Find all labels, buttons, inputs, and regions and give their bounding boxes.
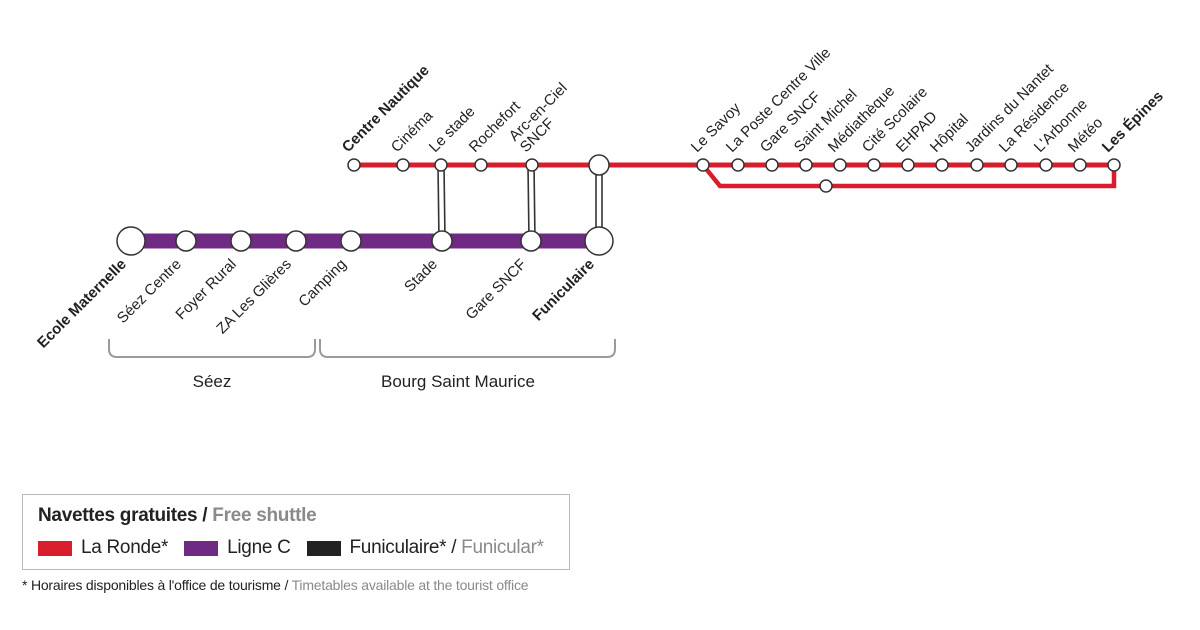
funiculaire-link-b-0	[443, 164, 446, 242]
footnote: * Horaires disponibles à l'office de tou…	[22, 577, 529, 593]
la-ronde-station-le-stade	[434, 158, 448, 172]
ligne-c-swatch	[184, 540, 219, 556]
ligne-c-label-camping: Camping	[295, 256, 349, 310]
legend: Navettes gratuites / Free shuttle La Ron…	[22, 494, 570, 570]
ligne-c-label-stade: Stade	[401, 256, 441, 296]
seez-bracket	[108, 339, 316, 358]
ligne-c-station-za-les-glieres	[285, 230, 307, 252]
ligne-c-label-gare-sncf: Gare SNCF	[462, 256, 529, 323]
la-ronde-label-arc-en-ciel-sncf: Arc-en-CielSNCF	[506, 80, 582, 156]
la-ronde-station-funiculaire-top	[588, 154, 610, 176]
funiculaire-link-a-0	[437, 164, 440, 242]
la-ronde-loop-line	[701, 163, 1117, 189]
la-ronde-station-mediatheque	[833, 158, 847, 172]
la-ronde-swatch	[38, 540, 72, 556]
la-ronde-station-meteo	[1073, 158, 1087, 172]
la-ronde-station-centre-nautique	[347, 158, 361, 172]
ligne-c-station-funiculaire	[584, 226, 614, 256]
la-ronde-station-saint-michel	[799, 158, 813, 172]
legend-title-en: Free shuttle	[212, 505, 317, 526]
la-ronde-station-l-arbonne	[1039, 158, 1053, 172]
legend-items: La Ronde* Ligne C Funiculaire* / Funicul…	[38, 537, 560, 559]
la-ronde-station-arc-en-ciel-sncf	[525, 158, 539, 172]
ligne-c-label-funiculaire: Funiculaire	[529, 256, 598, 325]
ligne-c-station-camping	[340, 230, 362, 252]
ligne-c-label-ecole-maternelle: Ecole Maternelle	[34, 256, 130, 352]
la-ronde-station-hopital	[935, 158, 949, 172]
bourg-saint-maurice-bracket	[319, 339, 616, 358]
la-ronde-station-gare-sncf	[765, 158, 779, 172]
la-ronde-station-le-savoy	[696, 158, 710, 172]
funiculaire-swatch	[306, 540, 341, 556]
funiculaire-link-a-1	[527, 164, 530, 242]
la-ronde-station-jardins-du-nantet	[970, 158, 984, 172]
legend-title-fr: Navettes gratuites /	[38, 505, 208, 526]
la-ronde-station-cinema	[396, 158, 410, 172]
la-ronde-station-cite-scolaire	[867, 158, 881, 172]
footnote-fr: * Horaires disponibles à l'office de tou…	[22, 577, 289, 593]
legend-label-funiculaire: Funiculaire* / Funicular*	[349, 537, 545, 558]
legend-item-la-ronde: La Ronde*	[38, 537, 168, 559]
la-ronde-label-les-epines: Les Épines	[1099, 88, 1167, 156]
la-ronde-loop-station	[819, 179, 833, 193]
legend-item-ligne-c: Ligne C	[184, 537, 291, 559]
ligne-c-station-foyer-rural	[230, 230, 252, 252]
ligne-c-station-stade	[431, 230, 453, 252]
ligne-c-station-ecole-maternelle	[116, 226, 146, 256]
la-ronde-label-centre-nautique: Centre Nautique	[339, 62, 433, 156]
legend-label-la-ronde: La Ronde*	[81, 537, 169, 558]
zone-label-bourg-saint-maurice: Bourg Saint Maurice	[381, 372, 535, 391]
footnote-en: Timetables available at the tourist offi…	[291, 577, 529, 593]
la-ronde-station-la-poste-centre-ville	[731, 158, 745, 172]
ligne-c-station-gare-sncf	[520, 230, 542, 252]
zone-label-seez: Séez	[193, 372, 232, 391]
la-ronde-station-rochefort	[474, 158, 488, 172]
la-ronde-station-ehpad	[901, 158, 915, 172]
legend-item-funiculaire: Funiculaire* / Funicular*	[306, 537, 545, 559]
la-ronde-station-les-epines	[1107, 158, 1121, 172]
legend-title: Navettes gratuites / Free shuttle	[38, 505, 317, 527]
ligne-c-station-seez-centre	[175, 230, 197, 252]
legend-label-ligne-c: Ligne C	[227, 537, 291, 558]
la-ronde-station-la-residence	[1004, 158, 1018, 172]
funiculaire-link-b-1	[533, 164, 536, 242]
